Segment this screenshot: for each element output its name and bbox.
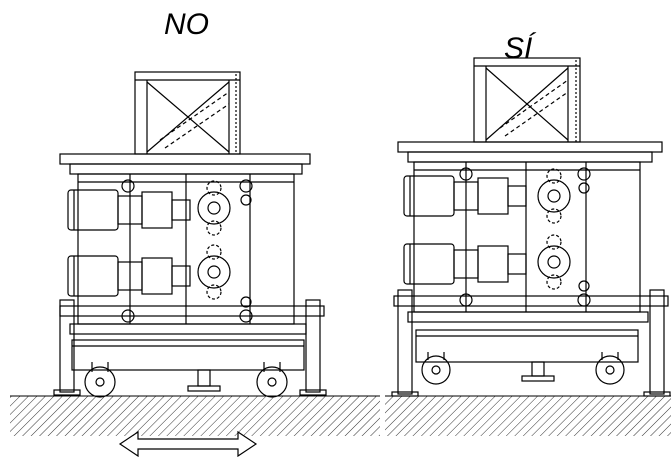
caption-si: SÍ [504,32,533,65]
ground-hatched [10,395,671,436]
double-arrow-icon [118,430,258,458]
machine-right [391,57,671,397]
machine-left [53,71,327,398]
caption-no: NO [164,8,209,41]
